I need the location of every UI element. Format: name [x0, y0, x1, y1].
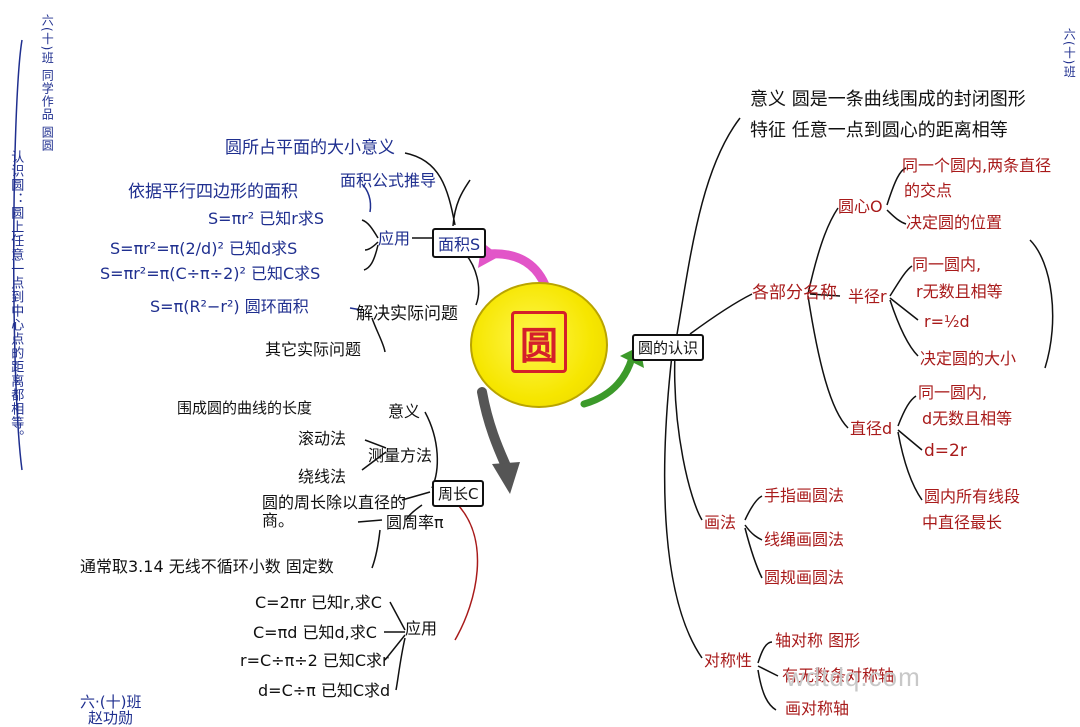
circ-formula-d: C=πd 已知d,求C	[253, 623, 377, 642]
circ-meaning: 意义	[388, 402, 421, 421]
rec-radius-4: 决定圆的大小	[920, 349, 1017, 368]
circ-ratio-def: 圆的周长除以直径的商。	[262, 493, 407, 530]
recognition-node: 圆的认识	[632, 334, 705, 361]
author-name: 赵功勋	[88, 709, 134, 727]
circ-definition: 围成圆的曲线的长度	[177, 399, 313, 417]
rec-center: 圆心O	[838, 197, 883, 216]
rec-center-3: 决定圆的位置	[906, 213, 1003, 232]
circ-measure: 测量方法	[368, 446, 433, 465]
circ-application: 应用	[405, 619, 438, 638]
rec-center-2: 的交点	[904, 181, 953, 200]
rec-center-1: 同一个圆内,两条直径	[902, 156, 1052, 175]
circ-wrap: 绕线法	[298, 467, 347, 486]
area-application: 应用	[378, 229, 411, 248]
rec-feature: 特征 任意一点到圆心的距离相等	[750, 120, 1008, 141]
area-formula-d: S=πr²=π(2/d)² 已知d求S	[110, 239, 298, 258]
rec-radius-1: 同一圆内,	[912, 255, 982, 274]
area-practical: 解决实际问题	[356, 304, 458, 324]
rec-radius: 半径r	[848, 287, 887, 306]
rec-diameter: 直径d	[850, 419, 893, 438]
rec-symmetry: 对称性	[704, 651, 753, 670]
circumference-node: 周长C	[432, 480, 485, 507]
rec-symmetry-1: 轴对称 图形	[775, 631, 861, 650]
right-note: 六(十)班	[1062, 28, 1077, 79]
rec-radius-2: r无数且相等	[916, 282, 1003, 301]
rec-symmetry-3: 画对称轴	[785, 699, 850, 718]
circ-formula-d2: d=C÷π 已知C求d	[258, 681, 391, 700]
gray-arrow	[477, 387, 511, 471]
rec-radius-3: r=½d	[924, 312, 970, 331]
area-derivation: 面积公式推导	[340, 171, 437, 190]
rec-diameter-2: d无数且相等	[922, 409, 1013, 428]
author-class: 六·(十)班	[80, 693, 142, 711]
rec-drawing-3: 圆规画圆法	[764, 568, 845, 587]
circ-rolling: 滚动法	[298, 429, 347, 448]
circ-pi: 圆周率π	[386, 513, 444, 532]
pink-arrow	[483, 249, 550, 290]
rec-parts: 各部分名称	[752, 283, 837, 303]
circ-formula-r2: r=C÷π÷2 已知C求r	[240, 651, 389, 670]
rec-meaning: 意义 圆是一条曲线围成的封闭图形	[750, 89, 1026, 110]
rec-drawing-2: 线绳画圆法	[764, 530, 845, 549]
rec-diameter-3: d=2r	[924, 441, 967, 461]
circ-pi-value: 通常取3.14 无线不循环小数 固定数	[80, 557, 334, 576]
left-note: 认识圆：圆上任意一点到中心点的距离都相等。	[8, 150, 24, 444]
area-formula-c: S=πr²=π(C÷π÷2)² 已知C求S	[100, 264, 321, 283]
rec-symmetry-2: 有无数条对称轴	[782, 666, 895, 685]
area-meaning: 圆所占平面的大小意义	[225, 138, 395, 158]
rec-drawing: 画法	[704, 513, 737, 532]
center-circle	[470, 282, 608, 408]
center-label: 圆	[511, 311, 567, 373]
circ-formula-r: C=2πr 已知r,求C	[255, 593, 382, 612]
rec-drawing-1: 手指画圆法	[764, 486, 845, 505]
rec-diameter-1: 同一圆内,	[918, 383, 988, 402]
watermark: wdtdq.com	[786, 662, 921, 692]
area-ring: S=π(R²−r²) 圆环面积	[150, 297, 309, 316]
green-arrow	[580, 354, 636, 408]
left-note-2: 六(十)班 同学作品 圆圆	[40, 14, 55, 152]
rec-diameter-4: 圆内所有线段	[924, 487, 1021, 506]
rec-diameter-5: 中直径最长	[922, 513, 1003, 532]
area-basis: 依据平行四边形的面积	[128, 182, 298, 202]
area-node: 面积S	[432, 228, 487, 258]
area-other: 其它实际问题	[265, 340, 362, 359]
area-formula-r: S=πr² 已知r求S	[208, 209, 325, 228]
gray-arrow-head	[492, 462, 520, 494]
